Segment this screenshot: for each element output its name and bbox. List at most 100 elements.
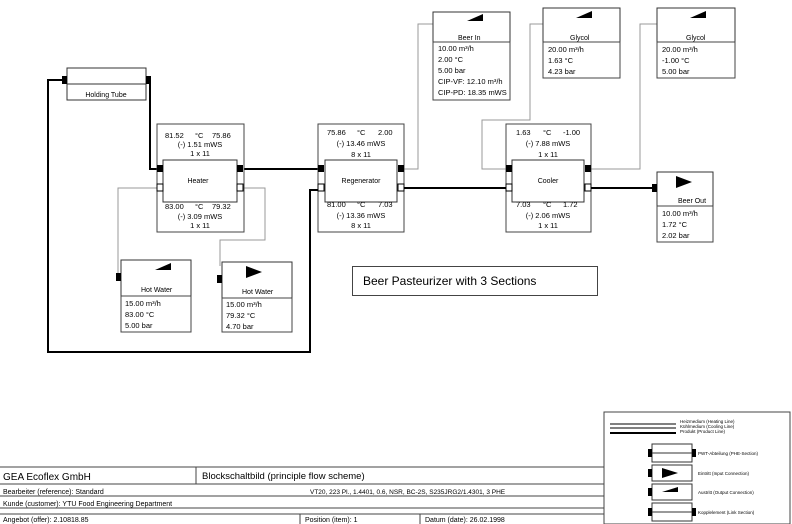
regen-bottom-plates: 8 x 11 [351, 221, 371, 230]
hot-water-out-flow: 15.00 m³/h [125, 299, 161, 308]
beer-out-pressure: 2.02 bar [662, 231, 690, 240]
hot-water-in-label: Hot Water [242, 289, 274, 296]
cooler-top-plates: 1 x 11 [538, 150, 558, 159]
heater-box [162, 159, 238, 203]
legend-output: Austritt (Output Connection) [698, 490, 754, 495]
glycol-in-temp: 1.63 °C [548, 56, 574, 65]
input-arrow-icon [662, 487, 678, 492]
output-arrow-icon [246, 266, 262, 278]
legend-phe-section: PWT-Abteilung (PHE-Section) [698, 451, 759, 456]
regen-bottom-pressure: (-) 13.36 mWS [337, 211, 386, 220]
cooler-section[interactable]: Cooler 1.63 °C -1.00 (-) 7.88 mWS 1 x 11… [505, 123, 592, 233]
heater-bottom-unit: °C [195, 202, 204, 211]
hot-water-in-pressure: 4.70 bar [226, 322, 254, 331]
heater-frame [156, 123, 245, 233]
legend: Heizmedium (Heating Line) Kühlmedium (Co… [603, 411, 791, 524]
beer-in-cip-vf: CIP-VF: 12.10 m³/h [438, 77, 503, 86]
cooler-frame [505, 123, 592, 233]
heater-section[interactable]: Heater 81.52 °C 75.86 (-) 1.51 mWS 1 x 1… [156, 123, 245, 233]
cooler-bottom-unit: °C [543, 200, 552, 209]
hot-water-out-pressure: 5.00 bar [125, 321, 153, 330]
holding-out-line [146, 79, 157, 170]
beer-in-pressure: 5.00 bar [438, 66, 466, 75]
port [146, 76, 151, 84]
regenerator-box [324, 159, 398, 203]
holding-tube[interactable]: Holding Tube [62, 67, 151, 101]
glycol-out-stream[interactable]: Glycol 20.00 m³/h -1.00 °C 5.00 bar [656, 7, 736, 79]
beer-in-flow: 10.00 m³/h [438, 44, 474, 53]
heater-bottom-plates: 1 x 11 [190, 221, 210, 230]
hot-water-in-stream[interactable]: Hot Water 15.00 m³/h 79.32 °C 4.70 bar [217, 261, 293, 333]
glycol-out-flow: 20.00 m³/h [662, 45, 698, 54]
regen-bottom-tin: 81.00 [327, 200, 346, 209]
heater-label: Heater [187, 178, 209, 185]
heater-bottom-tin: 83.00 [165, 202, 184, 211]
heater-top-tout: 75.86 [212, 131, 231, 140]
cooler-bottom-tout: 1.72 [563, 200, 578, 209]
customer-field: Kunde (customer): YTU Food Engineering D… [3, 501, 172, 508]
beer-in-stream[interactable]: Beer In 10.00 m³/h 2.00 °C 5.00 bar CIP-… [432, 11, 511, 101]
date-field: Datum (date): 26.02.1998 [425, 517, 505, 524]
cooler-bottom-plates: 1 x 11 [538, 221, 558, 230]
input-arrow-icon [690, 11, 706, 18]
output-arrow-icon [662, 468, 678, 478]
hot-water-in-flow: 15.00 m³/h [226, 300, 262, 309]
glycol-in-pressure: 4.23 bar [548, 67, 576, 76]
cooler-top-pressure: (-) 7.88 mWS [526, 139, 571, 148]
heater-bottom-pressure: (-) 3.09 mWS [178, 212, 223, 221]
diagram-title: Beer Pasteurizer with 3 Sections [352, 266, 598, 296]
cooler-top-tout: -1.00 [563, 128, 580, 137]
legend-link-section: Kopplelement (Link Section) [698, 510, 755, 515]
input-arrow-icon [155, 263, 171, 270]
legend-heating-line: Heizmedium (Heating Line) [680, 419, 735, 424]
regen-top-pressure: (-) 13.46 mWS [337, 139, 386, 148]
beer-out-temp: 1.72 °C [662, 220, 688, 229]
beer-in-cip-pd: CIP-PD: 18.35 mWS [438, 88, 507, 97]
beer-out-flow: 10.00 m³/h [662, 209, 698, 218]
legend-cooling-line: Kühlmedium (Cooling Line) [680, 424, 735, 429]
regen-bottom-tout: 7.03 [378, 200, 393, 209]
title-block: GEA Ecoflex GmbH Blockschaltbild (princi… [0, 466, 604, 524]
glycol-in-stream[interactable]: Glycol 20.00 m³/h 1.63 °C 4.23 bar [542, 7, 621, 79]
document-title: Blockschaltbild (principle flow scheme) [202, 471, 365, 482]
heater-top-pressure: (-) 1.51 mWS [178, 140, 223, 149]
input-arrow-icon [576, 11, 592, 18]
regenerator-section[interactable]: Regenerator 75.86 °C 2.00 (-) 13.46 mWS … [317, 123, 405, 233]
beer-out-label: Beer Out [678, 198, 706, 205]
port [62, 76, 67, 84]
return-line [47, 79, 325, 353]
hot-water-in-temp: 79.32 °C [226, 311, 256, 320]
hot-water-out-label: Hot Water [141, 287, 173, 294]
legend-product-line: Produkt (Product Line) [680, 429, 726, 434]
cooler-box [511, 159, 585, 203]
regen-bottom-unit: °C [357, 200, 366, 209]
company-name: GEA Ecoflex GmbH [3, 472, 91, 483]
glycol-out-pressure: 5.00 bar [662, 67, 690, 76]
position-field: Position (item): 1 [305, 517, 358, 524]
heater-top-plates: 1 x 11 [190, 149, 210, 158]
hot-water-out-stream[interactable]: Hot Water 15.00 m³/h 83.00 °C 5.00 bar [116, 259, 192, 333]
regenerator-frame [317, 123, 405, 233]
regen-top-tin: 75.86 [327, 128, 346, 137]
heater-bottom-tout: 79.32 [212, 202, 231, 211]
glycol-out-line [591, 23, 657, 170]
beer-in-label: Beer In [458, 35, 481, 42]
regen-top-unit: °C [357, 128, 366, 137]
regen-top-plates: 8 x 11 [351, 150, 371, 159]
engineer-field: Bearbeiter (reference): Standard [3, 489, 104, 496]
cooler-bottom-pressure: (-) 2.06 mWS [526, 211, 571, 220]
beer-in-line [404, 23, 433, 170]
glycol-out-temp: -1.00 °C [662, 56, 690, 65]
cooler-top-tin: 1.63 [516, 128, 531, 137]
offer-field: Angebot (offer): 2.10818.85 [3, 517, 89, 524]
cooler-top-unit: °C [543, 128, 552, 137]
glycol-in-line [481, 23, 543, 170]
glycol-in-label: Glycol [570, 35, 590, 42]
heater-top-unit: °C [195, 131, 204, 140]
heater-top-tin: 81.52 [165, 131, 184, 140]
glycol-in-flow: 20.00 m³/h [548, 45, 584, 54]
cooler-label: Cooler [538, 178, 559, 185]
holding-tube-label: Holding Tube [85, 92, 126, 99]
beer-out-stream[interactable]: Beer Out 10.00 m³/h 1.72 °C 2.02 bar [652, 171, 714, 243]
